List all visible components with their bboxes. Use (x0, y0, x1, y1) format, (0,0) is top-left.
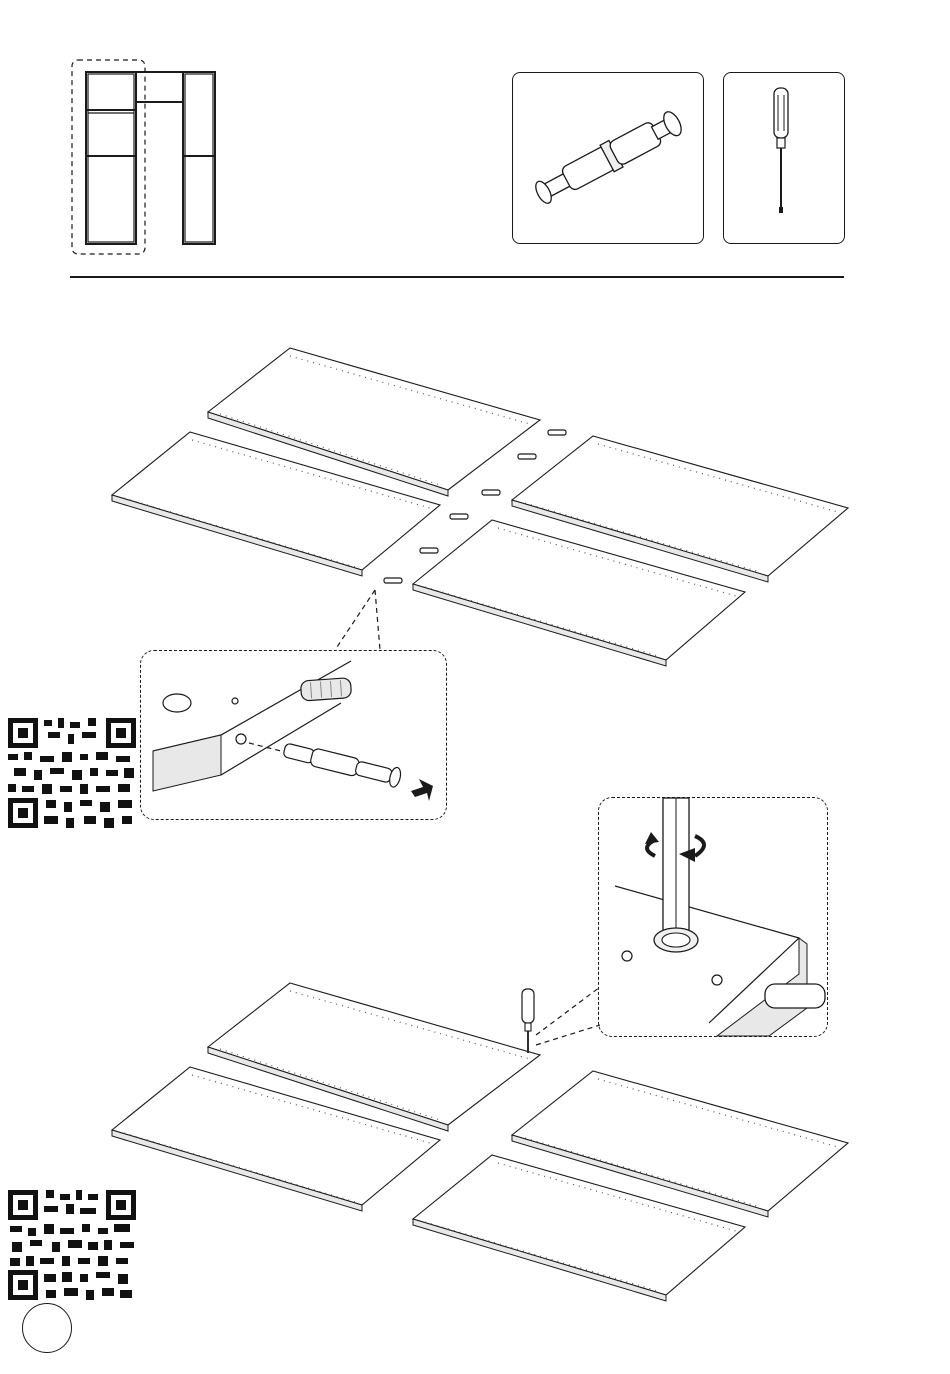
page-number-badge (22, 1303, 72, 1353)
section-divider (70, 276, 844, 278)
qr-code-bottom (8, 1190, 136, 1300)
screwdriver-icon (724, 73, 844, 243)
qr-code-icon (8, 1190, 136, 1300)
step-tighten-cam-locks (100, 975, 860, 1310)
qr-code-icon (8, 718, 136, 828)
tool-box (723, 72, 845, 244)
step-insert-cam-dowels (100, 340, 860, 670)
cabinet-overview-diagram-icon (70, 58, 230, 258)
hardware-box (512, 72, 704, 244)
detail-insert-dowel (140, 650, 447, 820)
cam-dowel-connector-icon (513, 73, 703, 243)
screwdriver-icon (522, 989, 534, 1053)
push-arrow-icon (411, 779, 433, 801)
qr-code-top (8, 718, 136, 828)
